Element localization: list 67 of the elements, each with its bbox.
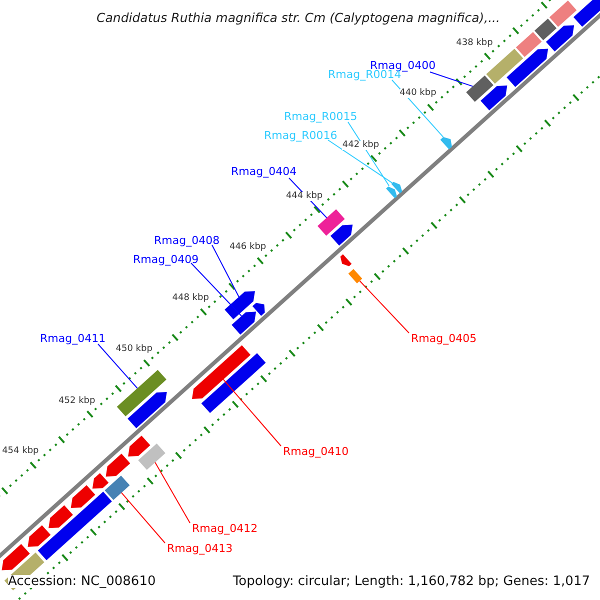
gene-feature <box>573 0 600 27</box>
gene-feature <box>232 312 256 335</box>
gene-feature <box>516 32 542 58</box>
gene-label: Rmag_0404 <box>231 166 297 177</box>
gene-feature <box>92 473 109 489</box>
scale-label: 444 kbp <box>286 192 323 201</box>
gene-feature <box>252 302 265 316</box>
gene-feature <box>340 254 352 266</box>
title: Candidatus Ruthia magnifica str. Cm (Calyptogena magnifica),... <box>96 12 500 24</box>
gene-feature <box>549 0 577 27</box>
scale-label: 452 kbp <box>58 396 96 406</box>
leader-line <box>212 244 240 298</box>
gene-feature <box>28 525 51 547</box>
leader-line <box>120 492 166 544</box>
gene-label: Rmag_0411 <box>40 333 106 344</box>
gene-label: Rmag_0410 <box>283 446 349 457</box>
gene-feature <box>534 18 557 40</box>
gene-feature <box>318 209 345 236</box>
gene-label: Rmag_R0014 <box>328 69 402 80</box>
leader-line <box>190 262 242 316</box>
gene-feature <box>330 224 353 246</box>
leader-line <box>359 280 410 334</box>
accession-text: Accession: NC_008610 <box>8 575 156 588</box>
gene-feature <box>391 182 402 194</box>
gene-feature <box>38 492 112 560</box>
leader-line <box>328 140 393 184</box>
gene-feature <box>70 485 96 508</box>
scale-label: 438 kbp <box>456 38 493 48</box>
gene-feature <box>106 454 130 477</box>
gene-feature <box>128 436 150 456</box>
leader-line <box>222 378 282 446</box>
gene-feature <box>486 48 524 84</box>
gene-label: Rmag_0400 <box>370 60 436 71</box>
gene-feature <box>348 268 362 284</box>
scale-label: 450 kbp <box>116 344 152 354</box>
scale-label: 446 kbp <box>229 242 266 252</box>
gene-label: Rmag_0408 <box>154 235 220 246</box>
gene-label: Rmag_0405 <box>411 333 477 344</box>
scale-label: 442 kbp <box>342 140 380 150</box>
gene-feature <box>104 476 130 500</box>
gene-feature <box>466 75 494 102</box>
gene-label: Rmag_0412 <box>192 523 258 534</box>
leader-line <box>98 344 138 389</box>
summary-text: Topology: circular; Length: 1,160,782 bp; Genes: 1,017 <box>232 575 590 588</box>
gene-label: Rmag_R0015 <box>284 111 358 122</box>
gene-feature <box>440 137 452 150</box>
gene-feature <box>138 443 166 470</box>
gene-label: Rmag_R0016 <box>264 130 338 141</box>
gene-feature <box>224 291 255 320</box>
scale-label: 448 kbp <box>172 294 209 304</box>
gene-feature <box>201 353 266 413</box>
gene-feature <box>480 86 508 110</box>
scale-label: 440 kbp <box>400 89 436 98</box>
gene-feature <box>192 345 251 399</box>
gene-feature <box>506 48 548 87</box>
gene-feature <box>386 186 397 198</box>
scale-label: 454 kbp <box>2 447 39 456</box>
leader-line <box>154 462 190 524</box>
gene-label: Rmag_0409 <box>133 254 199 265</box>
gene-feature <box>2 544 30 570</box>
gene-feature <box>128 392 167 428</box>
gene-label: Rmag_0413 <box>167 543 233 554</box>
gene-feature <box>116 370 166 416</box>
leader-line <box>348 122 390 186</box>
gene-feature <box>48 505 73 528</box>
leader-line <box>430 72 474 87</box>
gene-feature <box>546 25 574 52</box>
